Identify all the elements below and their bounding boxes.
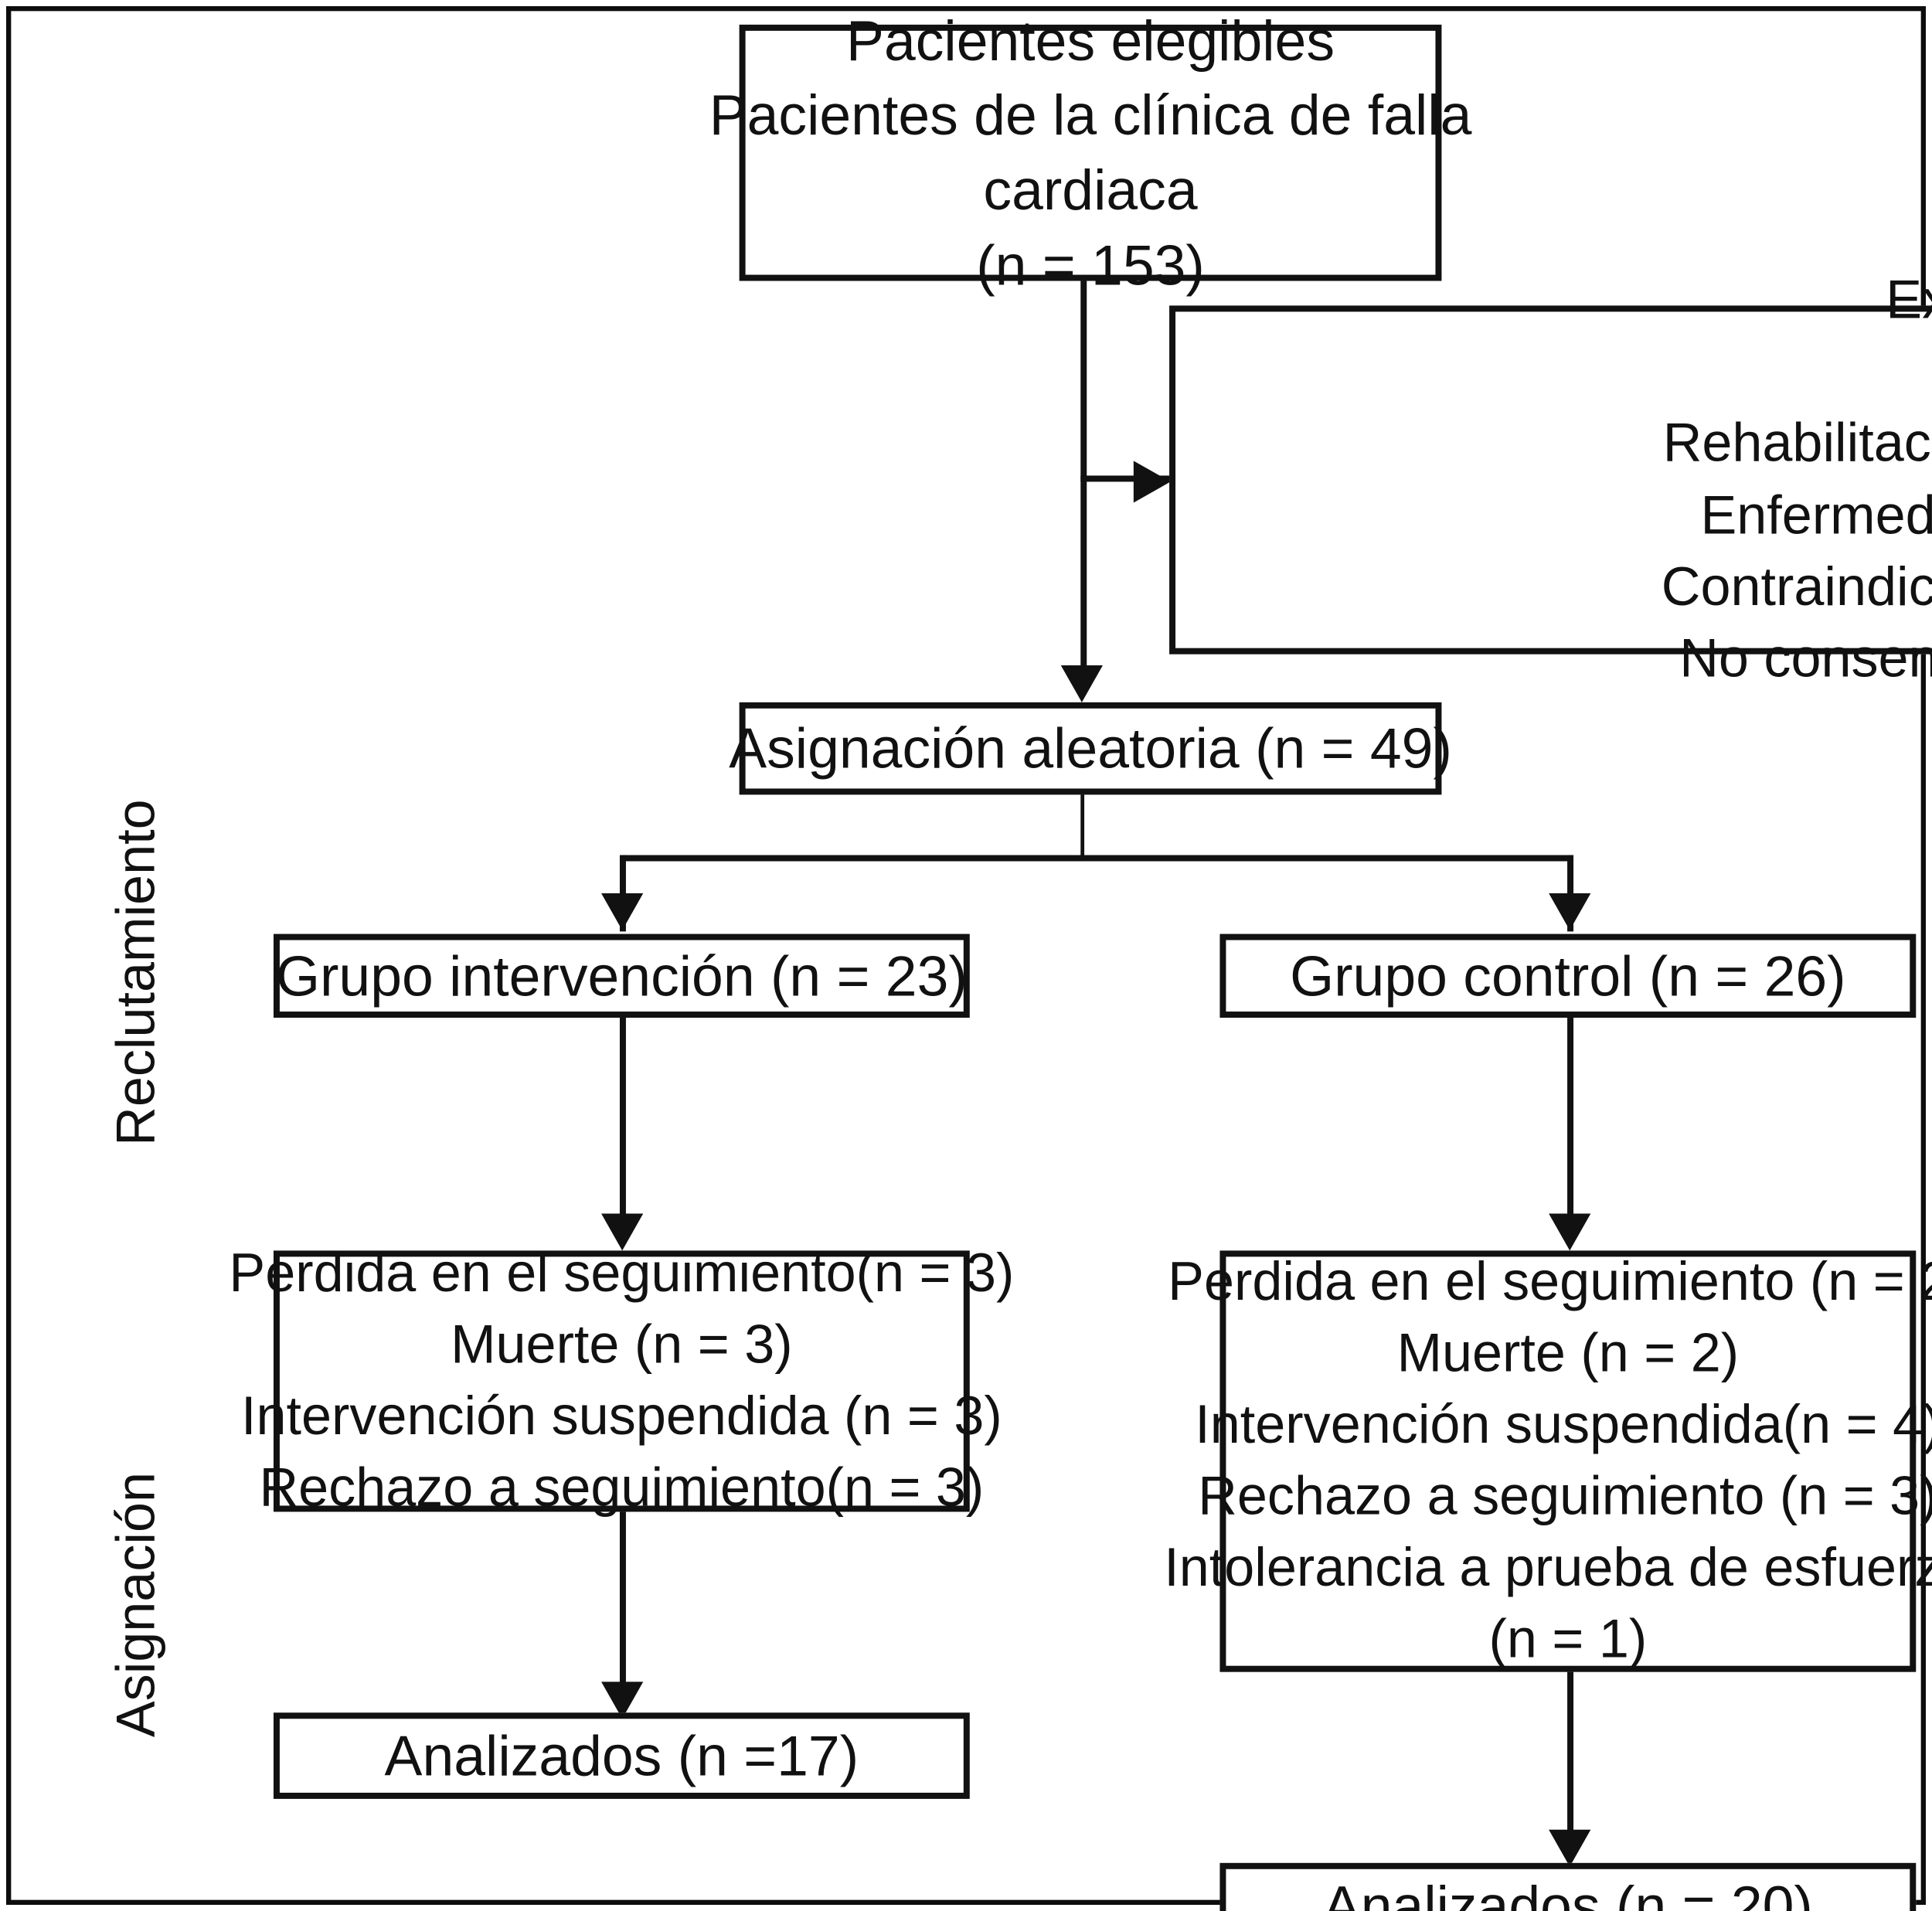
- node-excluded: Excluidos (n = 104) NYHA I (n = 40) Reha…: [1169, 270, 1932, 689]
- arrow-to-intervention-group: [601, 893, 644, 930]
- node-control-followup: Perdida en el seguimiento (n = 2) Muerte…: [1164, 1250, 1932, 1672]
- connector-randomized-split: [622, 855, 1574, 862]
- connector-control-to-followup: [1567, 1018, 1574, 1235]
- node-intervention-analyzed: Analizados (n =17): [273, 1712, 970, 1799]
- arrow-control-to-followup: [1549, 1213, 1591, 1251]
- connector-split-right: [1567, 855, 1574, 932]
- control-followup-line-3: Intervención suspendida(n = 4): [1195, 1394, 1932, 1455]
- connector-eligible-to-randomized: [1080, 281, 1087, 669]
- control-analyzed-line-1: Analizados (n = 20): [1322, 1873, 1813, 1911]
- arrow-to-control-group: [1549, 893, 1591, 930]
- eligible-line-1: Pacientes elegibles: [846, 8, 1335, 73]
- excluded-line-4: Enfermedad osteomuscular (n = 6): [1700, 485, 1932, 546]
- eligible-line-4: (n = 153): [976, 232, 1205, 297]
- control-group-line-1: Grupo control (n = 26): [1290, 943, 1846, 1008]
- excluded-line-6: No consentimiento informado (n = 2): [1679, 627, 1932, 689]
- control-followup-line-4: Rechazo a seguimiento (n = 3): [1198, 1466, 1932, 1527]
- excluded-line-3: Rehabilitación cardiaca previa (n =54): [1662, 413, 1932, 474]
- node-control-group: Grupo control (n = 26): [1219, 933, 1917, 1018]
- connector-intervention-to-followup: [619, 1018, 626, 1235]
- control-followup-line-5: Intolerancia a prueba de esfuerzo: [1164, 1538, 1932, 1599]
- intervention-analyzed-line-1: Analizados (n =17): [384, 1723, 859, 1787]
- stage-label-reclutamiento: Reclutamiento: [106, 799, 167, 1146]
- control-followup-line-1: Perdida en el seguimiento (n = 2): [1168, 1251, 1932, 1312]
- intervention-followup-line-2: Muerte (n = 3): [451, 1314, 793, 1375]
- node-control-analyzed: Analizados (n = 20): [1219, 1862, 1917, 1911]
- intervention-followup-line-3: Intervención suspendida (n = 3): [241, 1386, 1002, 1447]
- intervention-group-line-1: Grupo intervención (n = 23): [275, 943, 968, 1008]
- excluded-line-2: NYHA I (n = 40): [1928, 337, 1932, 409]
- connector-intervention-to-analyzed: [619, 1511, 626, 1703]
- arrow-to-excluded: [1133, 461, 1171, 503]
- connector-to-excluded: [1080, 475, 1170, 482]
- connector-randomized-stem: [1080, 794, 1085, 859]
- control-followup-line-2: Muerte (n = 2): [1396, 1323, 1740, 1384]
- stage-label-asignacion: Asignación: [106, 1471, 167, 1738]
- node-randomized: Asignación aleatoria (n = 49): [729, 702, 1452, 795]
- intervention-followup-line-4: Rechazo a seguimiento(n = 3): [259, 1457, 985, 1518]
- arrow-eligible-to-randomized: [1060, 665, 1103, 702]
- excluded-line-1: Excluidos (n = 104): [1886, 270, 1932, 331]
- intervention-followup-line-1: Perdida en el seguimiento(n = 3): [229, 1243, 1015, 1304]
- eligible-line-2: Pacientes de la clínica de falla: [709, 83, 1472, 148]
- arrow-intervention-to-followup: [601, 1213, 644, 1251]
- arrow-control-to-analyzed: [1549, 1829, 1591, 1867]
- connector-control-to-analyzed: [1567, 1671, 1574, 1851]
- connector-split-left: [619, 855, 626, 932]
- node-intervention-group: Grupo intervención (n = 23): [273, 933, 970, 1018]
- node-intervention-followup: Perdida en el seguimiento(n = 3) Muerte …: [229, 1243, 1014, 1518]
- excluded-line-5: Contraindicación para ejercicio (n = 2): [1661, 556, 1932, 617]
- eligible-line-3: cardiaca: [983, 158, 1198, 223]
- control-followup-line-6: (n = 1): [1488, 1609, 1648, 1670]
- node-eligible-patients: Pacientes elegibles Pacientes de la clín…: [709, 8, 1472, 296]
- randomized-line-1: Asignación aleatoria (n = 49): [729, 716, 1452, 780]
